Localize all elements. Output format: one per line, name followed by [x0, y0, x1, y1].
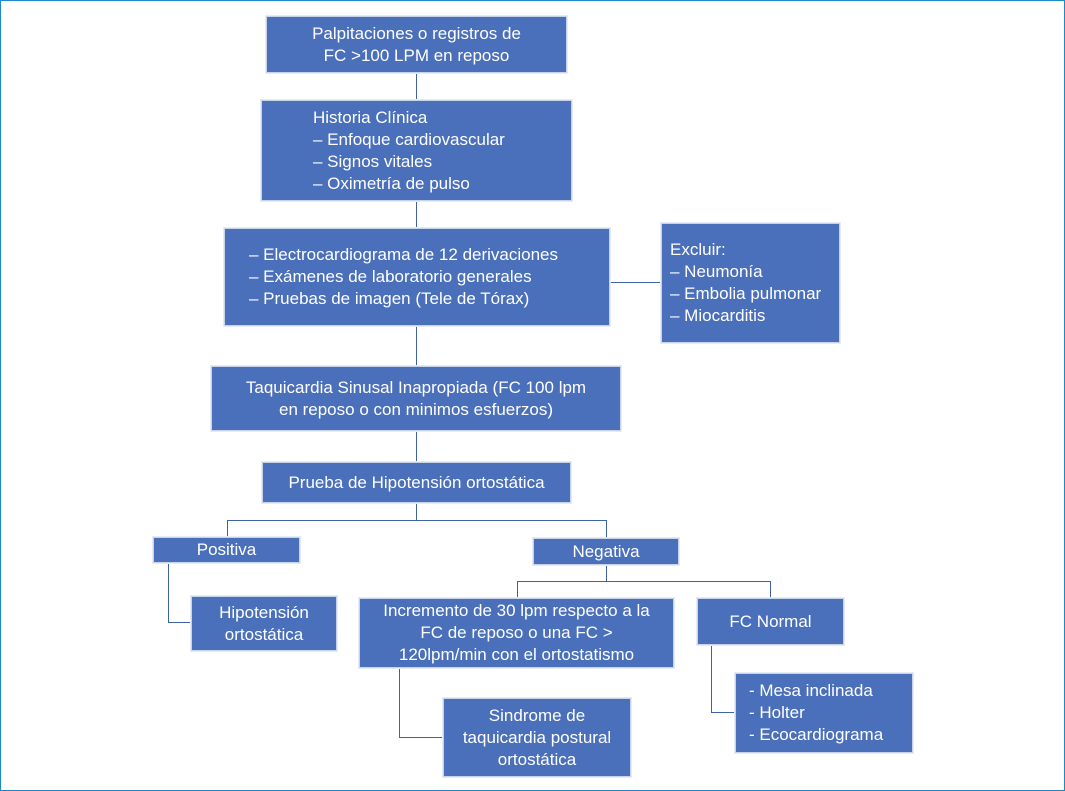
connector-tests-ist — [416, 326, 417, 366]
node-clinical-history: Historia Clínica – Enfoque cardiovascula… — [261, 100, 572, 201]
connector-branch-positive — [227, 520, 228, 537]
connector-negative-down — [606, 565, 607, 582]
node-exclude-title: Excluir: — [670, 240, 726, 259]
connector-orthostatic-branch — [416, 503, 417, 521]
node-increase-line: 120lpm/min con el ortostatismo — [398, 645, 635, 664]
connector-history-tests — [416, 201, 417, 228]
node-tests-item: – Exámenes de laboratorio generales — [249, 267, 532, 286]
node-palpitations-line: FC >100 LPM en reposo — [323, 45, 510, 65]
connector-branch-horizontal — [227, 520, 607, 521]
node-palpitations: Palpitaciones o registros de FC >100 LPM… — [266, 16, 567, 73]
connector-ist-orthostatic — [416, 431, 417, 462]
connector-positive-down — [168, 563, 169, 623]
connector-tests-exclude — [609, 282, 662, 283]
node-normal-hr: FC Normal — [697, 598, 844, 645]
node-pots: Sindrome de taquicardia postural ortostá… — [443, 698, 631, 777]
node-positive: Positiva — [153, 537, 300, 563]
connector-branch-negative — [606, 520, 607, 538]
node-increase-line: FC de reposo o una FC > — [420, 623, 613, 642]
node-pots-line: Sindrome de — [488, 705, 586, 725]
node-orthostatic-test: Prueba de Hipotensión ortostática — [262, 462, 571, 503]
node-tests-item: – Electrocardiograma de 12 derivaciones — [249, 245, 559, 264]
connector-normal-down — [711, 645, 712, 713]
connector-increase-down — [399, 668, 400, 738]
connector-increase-pots — [399, 737, 444, 738]
node-inappropriate-sinus-tachycardia: Taquicardia Sinusal Inapropiada (FC 100 … — [211, 366, 621, 431]
node-ist-line: en reposo o con minimos esfuerzos) — [278, 399, 554, 419]
node-further-tests-item: - Mesa inclinada — [749, 681, 873, 700]
node-further-tests-item: - Holter — [749, 703, 805, 722]
connector-positive-hypotension — [168, 622, 192, 623]
node-exclude-item: – Embolia pulmonar — [670, 284, 822, 303]
node-exclude-item: – Neumonía — [670, 262, 763, 281]
node-pots-line: ortostática — [497, 749, 577, 769]
connector-negative-horizontal — [517, 581, 771, 582]
node-hypotension-line: Hipotensión — [219, 602, 309, 622]
node-ist-line: Taquicardia Sinusal Inapropiada (FC 100 … — [245, 377, 587, 397]
node-hr-increase: Incremento de 30 lpm respecto a la FC de… — [359, 598, 674, 668]
node-further-tests-item: - Ecocardiograma — [749, 725, 884, 744]
node-orthostatic-test-label: Prueba de Hipotensión ortostática — [288, 472, 545, 492]
node-exclude-item: – Miocarditis — [670, 306, 766, 325]
node-history-title: Historia Clínica — [313, 107, 428, 127]
connector-normal-tests — [711, 712, 736, 713]
node-tests-item: – Pruebas de imagen (Tele de Tórax) — [249, 289, 530, 308]
connector-start-history — [416, 73, 417, 100]
node-history-item: – Signos vitales — [313, 151, 433, 171]
node-initial-tests: – Electrocardiograma de 12 derivaciones … — [224, 228, 610, 326]
connector-negative-increase — [517, 581, 518, 599]
node-normal-hr-label: FC Normal — [729, 611, 812, 631]
node-orthostatic-hypotension: Hipotensión ortostática — [191, 596, 337, 651]
node-exclude: Excluir: – Neumonía – Embolia pulmonar –… — [661, 223, 840, 343]
node-positive-label: Positiva — [196, 540, 257, 559]
node-negative-label: Negativa — [572, 541, 640, 561]
node-negative: Negativa — [533, 538, 679, 565]
connector-negative-normal — [770, 581, 771, 599]
node-history-item: – Oximetría de pulso — [313, 173, 470, 193]
node-increase-line: Incremento de 30 lpm respecto a la — [383, 601, 650, 620]
node-history-item: – Enfoque cardiovascular — [313, 129, 505, 149]
node-hypotension-line: ortostática — [224, 624, 304, 644]
node-pots-line: taquicardia postural — [462, 727, 612, 747]
node-further-tests: - Mesa inclinada - Holter - Ecocardiogra… — [735, 673, 913, 753]
node-palpitations-line: Palpitaciones o registros de — [312, 23, 521, 43]
